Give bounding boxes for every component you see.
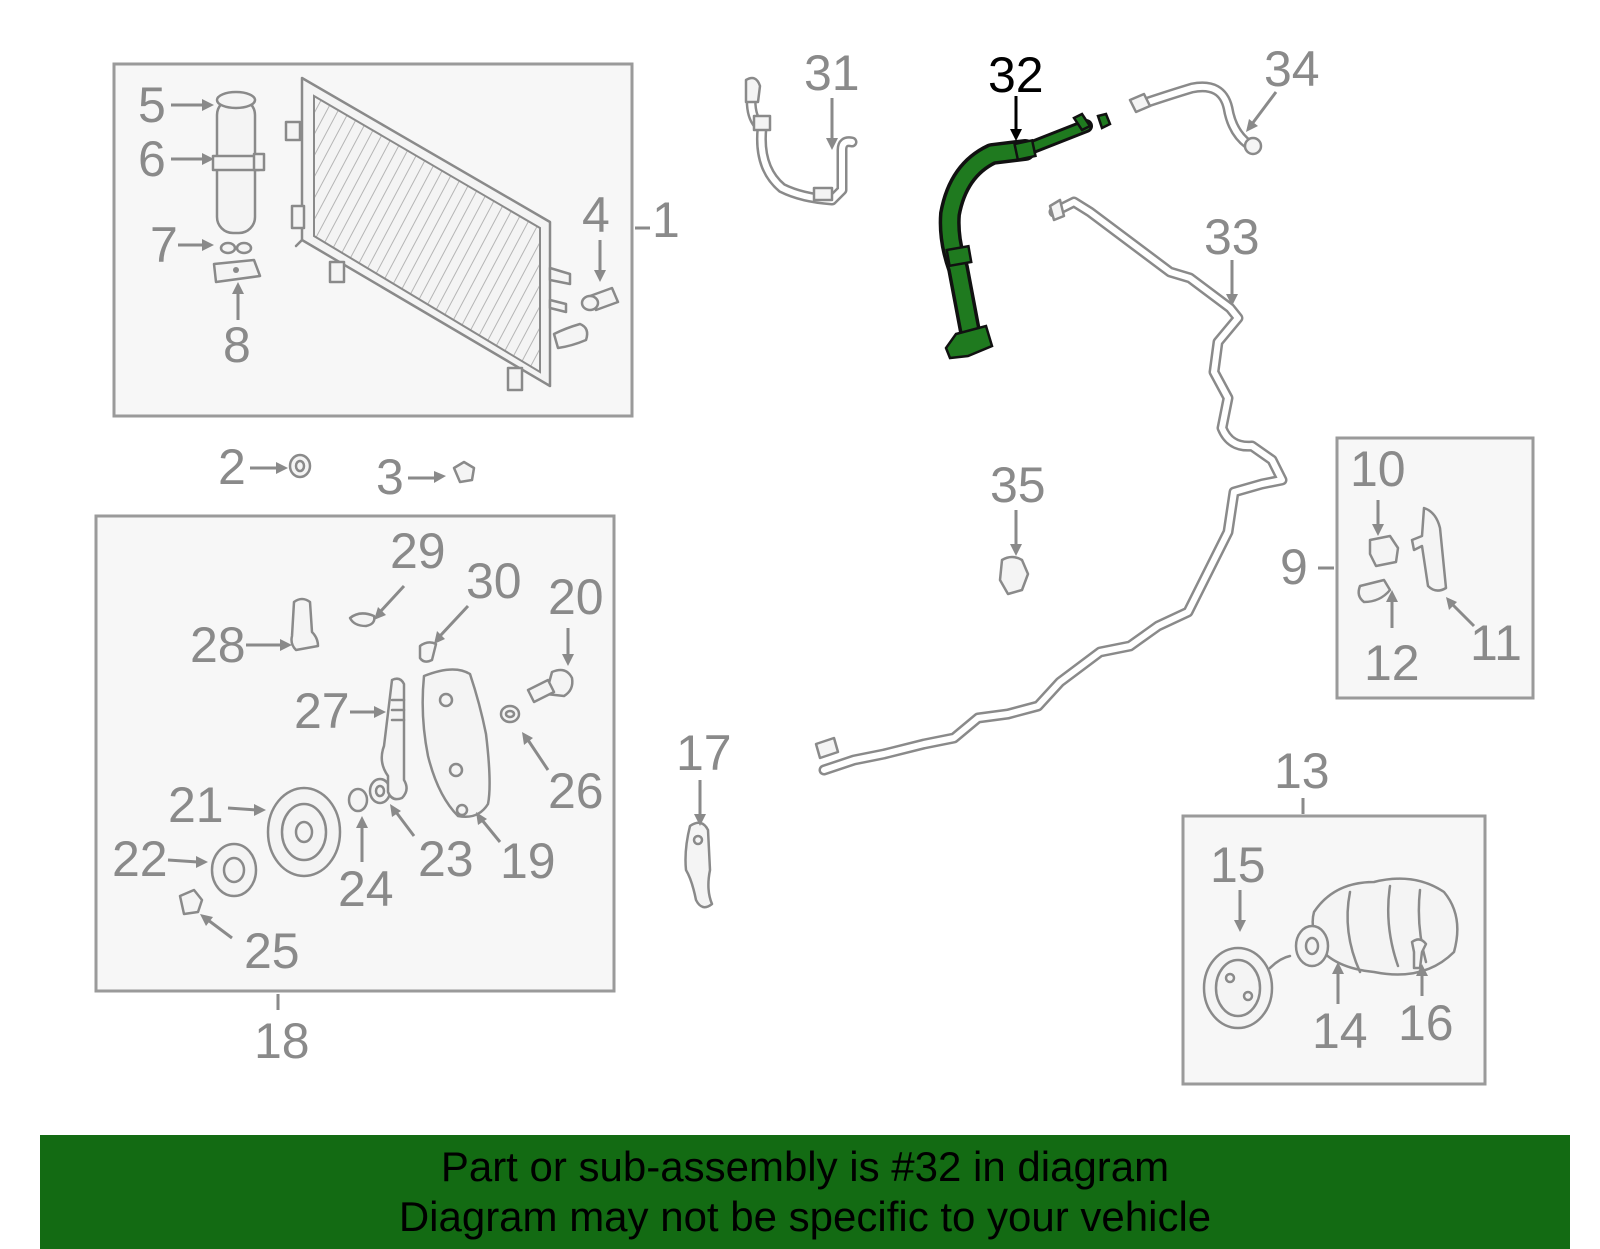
label-13: 13 bbox=[1274, 743, 1330, 799]
label-23: 23 bbox=[418, 831, 474, 887]
label-21: 21 bbox=[168, 777, 224, 833]
bolt-16[interactable] bbox=[1410, 938, 1428, 970]
pressure-switch-10[interactable] bbox=[1368, 534, 1400, 568]
callout-labels: 1 2 3 4 5 6 7 8 9 10 11 12 13 14 15 16 1… bbox=[112, 41, 1522, 1069]
label-1: 1 bbox=[652, 192, 680, 248]
label-24: 24 bbox=[338, 861, 394, 917]
compressor-bracket-19[interactable] bbox=[421, 668, 491, 818]
label-17: 17 bbox=[676, 725, 732, 781]
sensor-28[interactable] bbox=[290, 597, 320, 652]
label-4: 4 bbox=[582, 187, 610, 243]
drier-o-rings[interactable] bbox=[219, 241, 253, 255]
clutch-15[interactable] bbox=[1202, 946, 1292, 1030]
label-7: 7 bbox=[150, 217, 178, 273]
label-31: 31 bbox=[804, 45, 860, 101]
label-2: 2 bbox=[218, 439, 246, 495]
drier-bracket-band[interactable] bbox=[211, 152, 266, 172]
washer-26[interactable] bbox=[499, 704, 521, 724]
bracket-11[interactable] bbox=[1410, 506, 1448, 592]
banner-line-2: Diagram may not be specific to your vehi… bbox=[398, 1193, 1212, 1240]
label-6: 6 bbox=[138, 131, 166, 187]
label-15: 15 bbox=[1210, 837, 1266, 893]
pulley-21[interactable] bbox=[266, 786, 342, 878]
label-12: 12 bbox=[1364, 635, 1420, 691]
label-33: 33 bbox=[1204, 209, 1260, 265]
label-26: 26 bbox=[548, 763, 604, 819]
label-10: 10 bbox=[1350, 441, 1406, 497]
idler-pulley-22[interactable] bbox=[210, 842, 258, 898]
clip-35[interactable] bbox=[998, 555, 1030, 596]
cap-25[interactable] bbox=[178, 888, 204, 916]
label-14: 14 bbox=[1312, 1003, 1368, 1059]
clip-29[interactable] bbox=[348, 612, 376, 628]
label-3: 3 bbox=[376, 449, 404, 505]
hose-32-highlighted[interactable] bbox=[938, 112, 1112, 360]
hose-31[interactable] bbox=[744, 76, 858, 206]
pipe-33[interactable] bbox=[814, 196, 1288, 776]
drier-mount-bracket[interactable] bbox=[212, 258, 262, 284]
tensioner-arm-27[interactable] bbox=[380, 677, 408, 801]
condenser[interactable] bbox=[284, 76, 589, 392]
banner-line-1: Part or sub-assembly is #32 in diagram bbox=[440, 1143, 1170, 1190]
washer-23[interactable] bbox=[368, 777, 392, 805]
bracket-17[interactable] bbox=[684, 821, 714, 909]
label-34: 34 bbox=[1264, 41, 1320, 97]
bolt-20[interactable] bbox=[526, 668, 574, 704]
rubber-insulator[interactable] bbox=[288, 453, 312, 479]
info-banner: Part or sub-assembly is #32 in diagram D… bbox=[40, 1135, 1570, 1249]
mount-clip[interactable] bbox=[452, 460, 476, 484]
label-32: 32 bbox=[988, 47, 1044, 103]
label-18: 18 bbox=[254, 1013, 310, 1069]
label-27: 27 bbox=[294, 683, 350, 739]
leader-lines bbox=[167, 91, 1476, 1010]
label-19: 19 bbox=[500, 833, 556, 889]
label-25: 25 bbox=[244, 923, 300, 979]
clip-30[interactable] bbox=[418, 641, 438, 663]
label-8: 8 bbox=[223, 317, 251, 373]
pressure-sensor[interactable] bbox=[580, 286, 620, 312]
label-20: 20 bbox=[548, 569, 604, 625]
label-30: 30 bbox=[466, 553, 522, 609]
connector-12[interactable] bbox=[1357, 578, 1392, 604]
label-28: 28 bbox=[190, 617, 246, 673]
label-9: 9 bbox=[1280, 539, 1308, 595]
bushing-24[interactable] bbox=[347, 787, 369, 813]
label-22: 22 bbox=[112, 831, 168, 887]
label-5: 5 bbox=[138, 77, 166, 133]
label-29: 29 bbox=[390, 523, 446, 579]
label-11: 11 bbox=[1470, 615, 1522, 671]
label-35: 35 bbox=[990, 457, 1046, 513]
pipe-34[interactable] bbox=[1128, 81, 1263, 156]
label-16: 16 bbox=[1398, 995, 1454, 1051]
